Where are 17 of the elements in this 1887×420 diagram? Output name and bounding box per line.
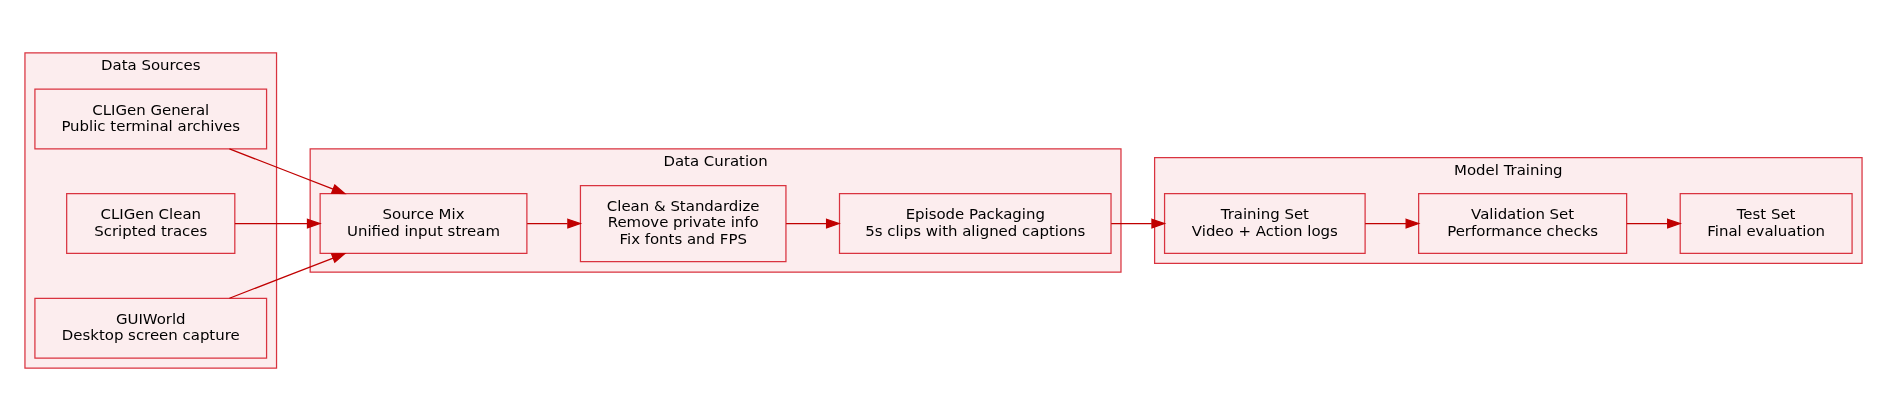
node-box: GUIWorld Desktop screen capture [34, 297, 268, 359]
node-box: CLIGen Clean Scripted traces [66, 192, 236, 254]
arrow [785, 217, 841, 229]
arrow [228, 147, 347, 194]
node-box: Episode Packaging 5s clips with aligned captions [838, 192, 1112, 254]
arrow [526, 217, 583, 229]
arrow [1364, 217, 1421, 229]
arrow [1110, 217, 1167, 229]
node-box: CLIGen General Public terminal archives [34, 87, 268, 149]
node-box: Test Set Final evaluation [1679, 192, 1853, 254]
node-box: Validation Set Performance checks [1418, 192, 1628, 254]
arrow [1626, 217, 1683, 229]
arrow [234, 217, 322, 229]
node-box: Source Mix Unified input stream [319, 192, 528, 254]
node-box: Clean & Standardize Remove private info Fix fonts and FPS [579, 184, 787, 262]
arrow [228, 252, 347, 299]
node-box: Training Set Video + Action logs [1163, 192, 1366, 254]
